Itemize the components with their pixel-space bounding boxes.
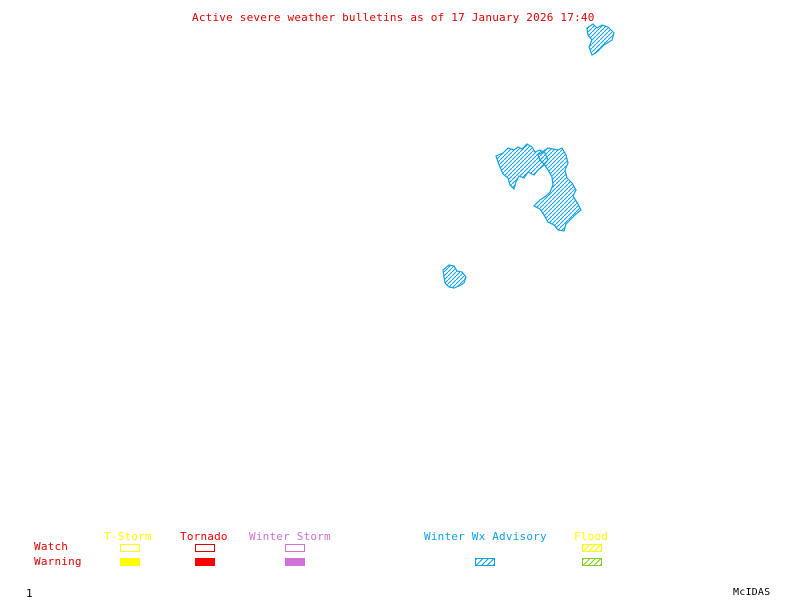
legend-label-winter-wx-advisory: Winter Wx Advisory: [424, 530, 547, 543]
legend-row-warning: Warning: [34, 555, 82, 568]
legend-label-tstorm: T-Storm: [104, 530, 152, 543]
mcidas-brand: McIDAS: [733, 587, 771, 598]
swatch-winter-storm-warning: [285, 558, 305, 566]
bulletin-title: Active severe weather bulletins as of 17…: [192, 11, 595, 24]
advisory-area-northeast-cluster: [495, 143, 582, 232]
legend-label-winter-storm: Winter Storm: [249, 530, 331, 543]
swatch-flood-watch: [582, 544, 602, 552]
advisory-area-northeast-edge: [586, 23, 615, 56]
swatch-tornado-warning: [195, 558, 215, 566]
swatch-tornado-watch: [195, 544, 215, 552]
frame-number: 1: [26, 587, 33, 600]
swatch-tstorm-watch: [120, 544, 140, 552]
legend-row-watch: Watch: [34, 540, 69, 553]
legend-label-flood: Flood: [574, 530, 609, 543]
legend-label-tornado: Tornado: [180, 530, 228, 543]
swatch-flood-warning: [582, 558, 602, 566]
swatch-tstorm-warning: [120, 558, 140, 566]
advisory-area-central: [442, 264, 467, 289]
swatch-winter-wx-advisory: [475, 558, 495, 566]
swatch-winter-storm-watch: [285, 544, 305, 552]
